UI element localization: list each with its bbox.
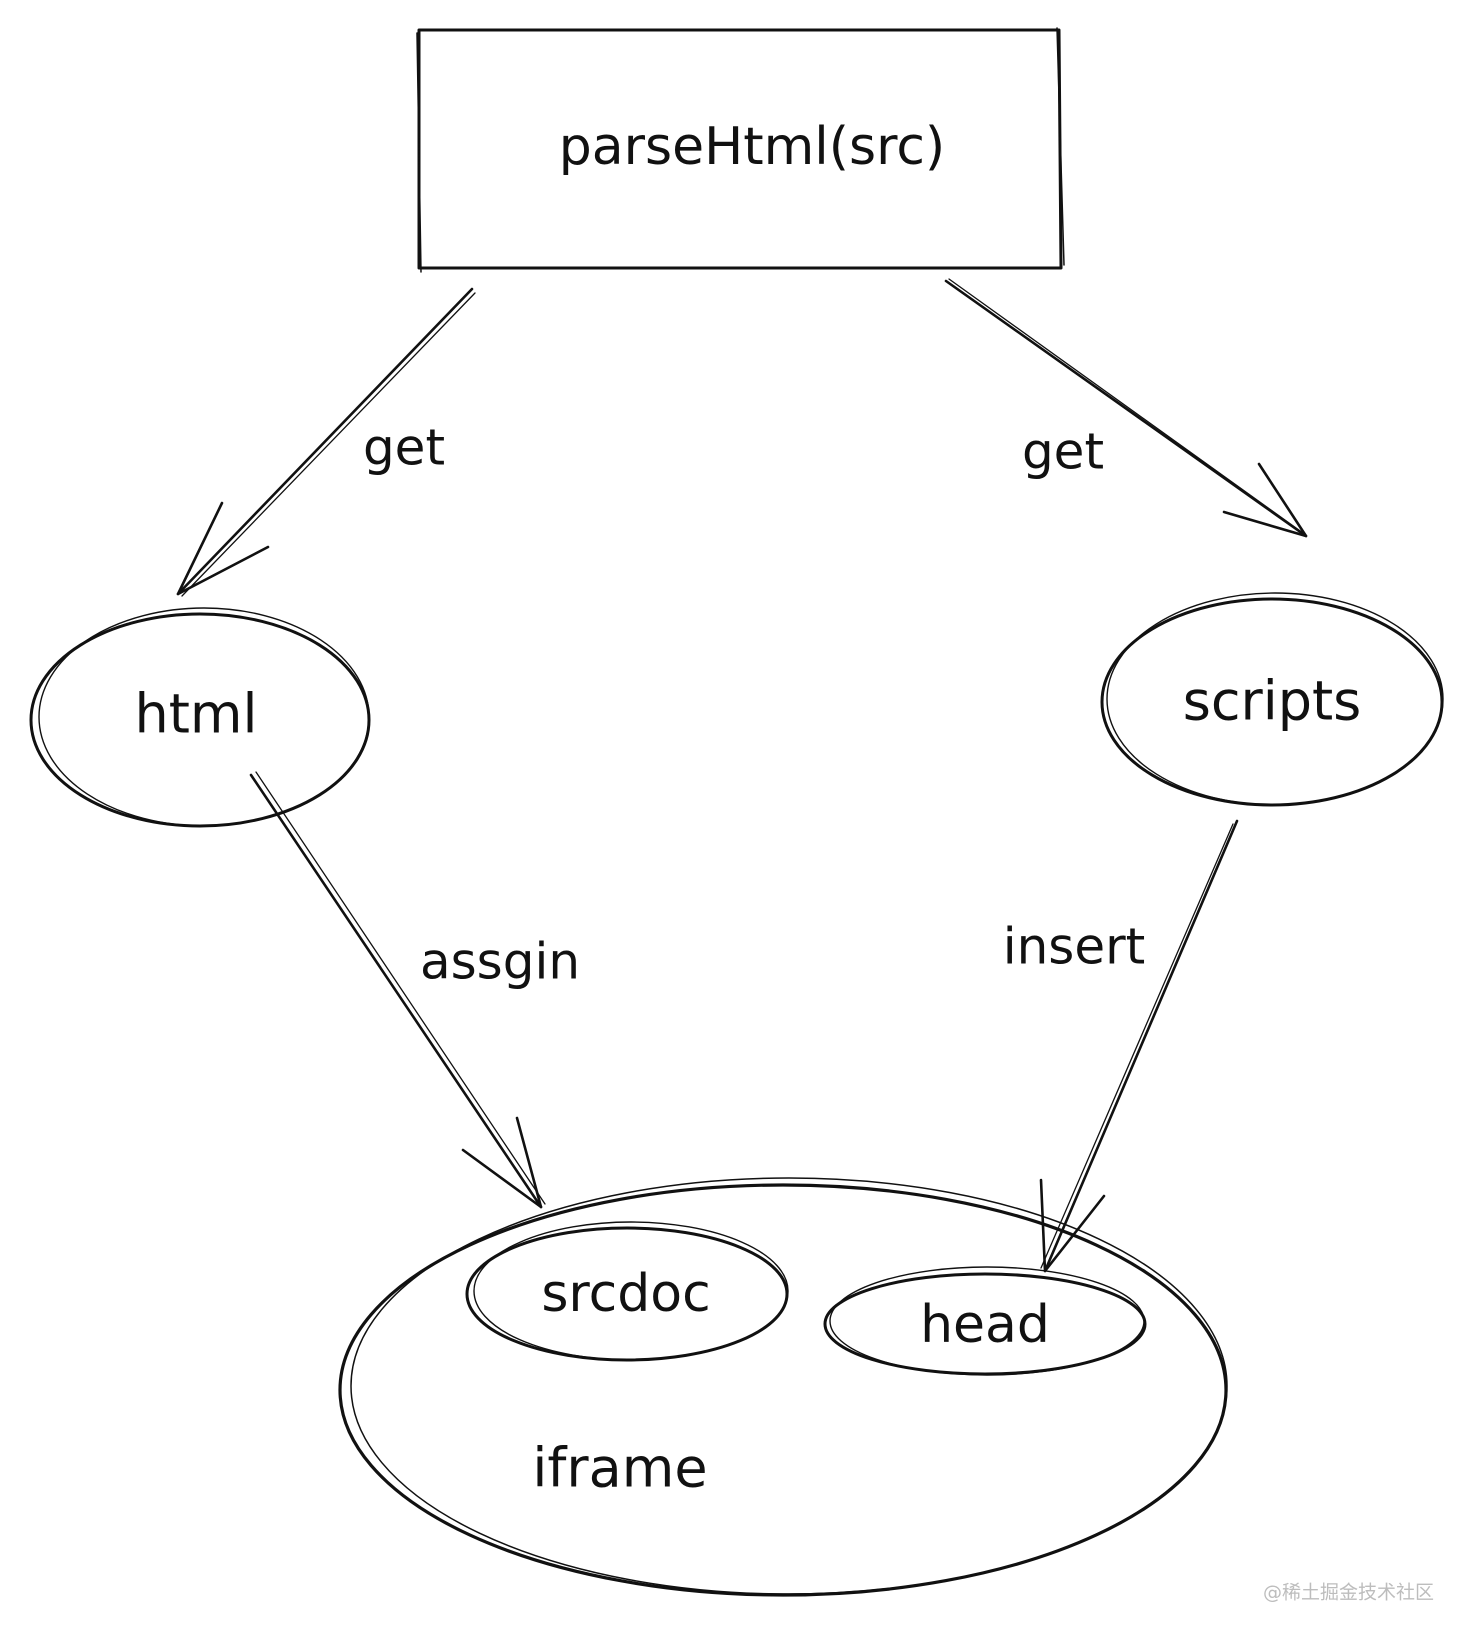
edge-parse-to-html: get: [176, 287, 476, 597]
head-ellipse: [823, 1272, 1147, 1376]
iframe-ellipse: [338, 1183, 1228, 1597]
edge-html-to-srcdoc-arrowhead: [461, 1116, 543, 1209]
iframe-label: iframe: [532, 1437, 707, 1500]
edge-html-to-srcdoc-sketch: [255, 771, 546, 1205]
edge-scripts-to-head-label: insert: [1003, 918, 1146, 976]
html-ellipse-sketch: [38, 607, 370, 827]
edge-parse-to-scripts: get: [944, 278, 1308, 538]
head-label: head: [920, 1295, 1050, 1355]
edge-parse-to-html-sketch: [181, 292, 476, 597]
edge-parse-to-html-arrowhead: [176, 501, 270, 596]
scripts-node: scripts: [1100, 592, 1444, 807]
parse-html-node: parseHtml(src): [416, 27, 1065, 273]
srcdoc-node: srcdoc: [465, 1221, 789, 1362]
edge-scripts-to-head-arrowhead: [1039, 1178, 1106, 1273]
edge-scripts-to-head-sketch: [1040, 823, 1234, 1269]
head-ellipse-sketch: [829, 1266, 1145, 1376]
edge-parse-to-scripts-label: get: [1022, 423, 1104, 481]
edge-html-to-srcdoc-line: [249, 773, 543, 1209]
scripts-ellipse-sketch: [1106, 592, 1444, 806]
parse-html-label: parseHtml(src): [559, 117, 945, 177]
watermark-text: @稀土掘金技术社区: [1263, 1582, 1434, 1604]
edge-parse-to-scripts-line: [944, 279, 1308, 538]
edge-parse-to-html-line: [176, 287, 474, 596]
edge-scripts-to-head-line: [1043, 819, 1239, 1273]
iframe-ellipse-sketch: [350, 1177, 1228, 1595]
html-node: html: [29, 607, 371, 828]
edge-html-to-srcdoc-label: assgin: [420, 933, 580, 991]
iframe-node: iframe: [338, 1177, 1228, 1597]
srcdoc-label: srcdoc: [541, 1264, 710, 1324]
edge-html-to-srcdoc: assgin: [249, 771, 580, 1209]
parse-html-box-sketch-lines: [416, 27, 1065, 273]
scripts-label: scripts: [1183, 670, 1362, 733]
html-label: html: [134, 683, 257, 746]
edge-scripts-to-head: insert: [1003, 819, 1239, 1273]
edge-parse-to-html-label: get: [363, 419, 445, 477]
srcdoc-ellipse-sketch: [473, 1221, 789, 1361]
edge-parse-to-scripts-arrowhead: [1222, 462, 1308, 538]
head-node: head: [823, 1266, 1147, 1376]
edge-parse-to-scripts-sketch: [948, 278, 1304, 534]
